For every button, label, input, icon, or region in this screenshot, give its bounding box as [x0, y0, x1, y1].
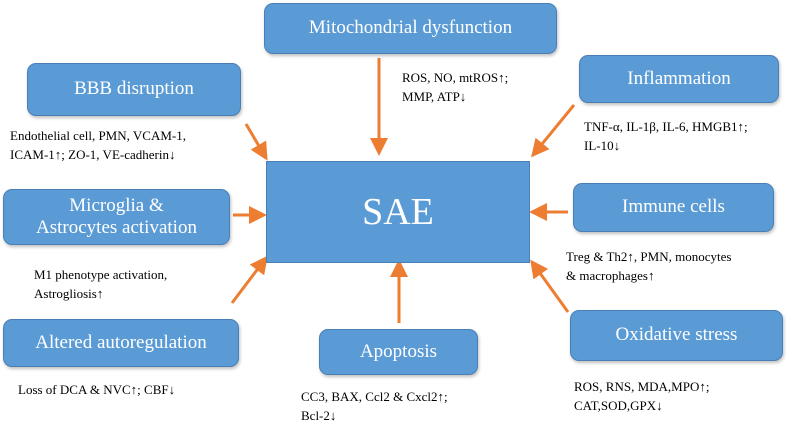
- desc-line: IL-10↓: [584, 138, 621, 153]
- desc-line: Endothelial cell, PMN, VCAM-1,: [10, 128, 186, 143]
- desc-line: ROS, RNS, MDA,MPO↑;: [574, 379, 710, 394]
- desc-line: ROS, NO, mtROS↑;: [402, 70, 509, 85]
- desc-line: M1 phenotype activation,: [34, 267, 168, 282]
- sae-label: SAE: [362, 191, 434, 233]
- desc-line: Treg & Th2↑, PMN, monocytes: [566, 249, 732, 264]
- bbb-disruption-desc: Endothelial cell, PMN, VCAM-1, ICAM-1↑; …: [10, 126, 186, 164]
- sae-center-box: SAE: [266, 161, 530, 263]
- immune-cells-desc: Treg & Th2↑, PMN, monocytes & macrophage…: [566, 247, 731, 285]
- microglia-astrocytes-box: Microglia & Astrocytes activation: [3, 189, 230, 245]
- inflammation-desc: TNF-α, IL-1β, IL-6, HMGB1↑; IL-10↓: [584, 117, 748, 155]
- immune-cells-box: Immune cells: [573, 183, 774, 232]
- desc-line: TNF-α, IL-1β, IL-6, HMGB1↑;: [584, 119, 748, 134]
- desc-line: CAT,SOD,GPX↓: [574, 398, 663, 413]
- arrow-bbb: [244, 123, 268, 161]
- arrow-inflammation: [531, 104, 576, 158]
- arrow-oxidative: [530, 259, 570, 313]
- arrow-autoregulation: [230, 255, 268, 304]
- desc-line: Astrogliosis↑: [34, 286, 104, 301]
- inflammation-box: Inflammation: [579, 55, 779, 103]
- desc-line: Bcl-2↓: [301, 408, 337, 423]
- inflammation-title: Inflammation: [627, 67, 731, 89]
- desc-line: ICAM-1↑; ZO-1, VE-cadherin↓: [10, 147, 176, 162]
- mitochondrial-dysfunction-title: Mitochondrial dysfunction: [308, 17, 513, 39]
- desc-line: MMP, ATP↓: [402, 89, 467, 104]
- apoptosis-desc: CC3, BAX, Ccl2 & Cxcl2↑; Bcl-2↓: [301, 387, 448, 425]
- microglia-title-line: Microglia &: [69, 194, 164, 216]
- mitochondrial-dysfunction-box: Mitochondrial dysfunction: [264, 3, 557, 54]
- desc-line: CC3, BAX, Ccl2 & Cxcl2↑;: [301, 389, 448, 404]
- altered-autoregulation-title: Altered autoregulation: [35, 331, 207, 353]
- altered-autoregulation-desc: Loss of DCA & NVC↑; CBF↓: [18, 380, 175, 399]
- desc-line: & macrophages↑: [566, 268, 655, 283]
- mitochondrial-dysfunction-desc: ROS, NO, mtROS↑; MMP, ATP↓: [402, 68, 508, 106]
- bbb-disruption-box: BBB disruption: [27, 63, 241, 116]
- oxidative-stress-box: Oxidative stress: [570, 310, 783, 361]
- bbb-disruption-title: BBB disruption: [74, 78, 194, 100]
- desc-line: Loss of DCA & NVC↑; CBF↓: [18, 382, 176, 397]
- microglia-title-line: Astrocytes activation: [36, 217, 197, 238]
- oxidative-stress-desc: ROS, RNS, MDA,MPO↑; CAT,SOD,GPX↓: [574, 377, 709, 415]
- apoptosis-box: Apoptosis: [319, 329, 478, 375]
- microglia-astrocytes-desc: M1 phenotype activation, Astrogliosis↑: [34, 265, 167, 303]
- immune-cells-title: Immune cells: [622, 196, 725, 218]
- oxidative-stress-title: Oxidative stress: [615, 324, 738, 346]
- apoptosis-title: Apoptosis: [359, 340, 438, 362]
- altered-autoregulation-box: Altered autoregulation: [3, 319, 239, 367]
